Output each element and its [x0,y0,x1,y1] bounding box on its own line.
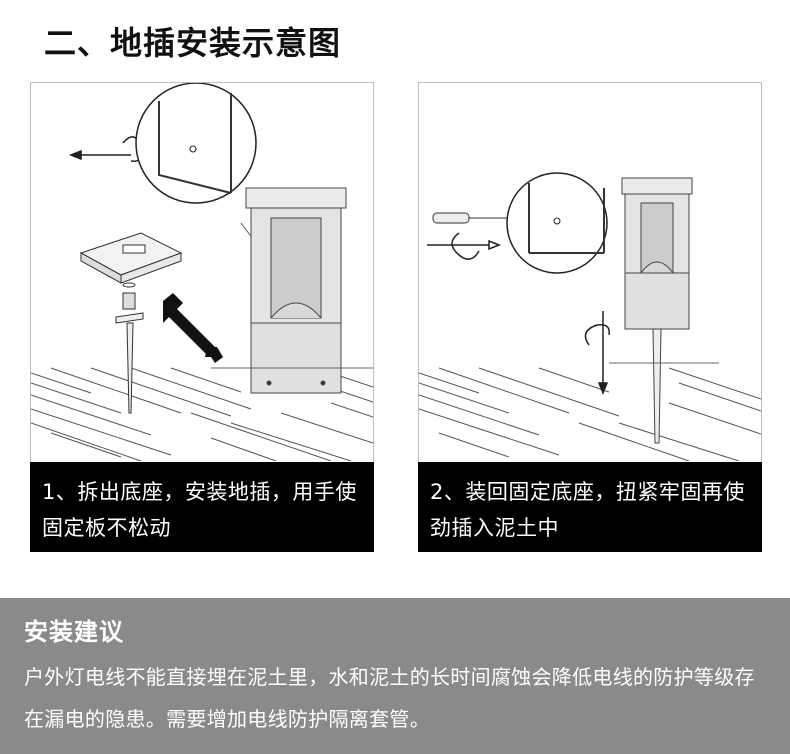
rotate-arrow-icon [427,232,502,260]
insert-arrow-icon [584,311,610,396]
step-1-caption: 1、拆出底座，安装地插，用手使固定板不松动 [30,462,374,552]
step-1-illustration [31,83,373,461]
page-title: 二、地插安装示意图 [44,24,342,62]
installation-advice: 安装建议 户外灯电线不能直接埋在泥土里，水和泥土的长时间腐蚀会降低电线的防护等级… [0,598,790,754]
bollard-lamp-icon [621,177,693,444]
screw-icon [122,292,136,310]
step-2-panel: 2、装回固定底座，扭紧牢固再使劲插入泥土中 [418,82,762,552]
advice-body: 户外灯电线不能直接埋在泥土里，水和泥土的长时间腐蚀会降低电线的防护等级存在漏电的… [24,665,755,731]
ground-stake-icon [115,312,144,414]
step-2-illustration [419,172,761,461]
wrench-icon [163,293,223,363]
step-1-panel: 1、拆出底座，安装地插，用手使固定板不松动 [30,82,374,552]
screwdriver-icon [432,212,509,224]
advice-title: 安装建议 [24,618,124,646]
step-2-caption: 2、装回固定底座，扭紧牢固再使劲插入泥土中 [418,462,762,552]
rotate-arrow-icon [68,136,143,162]
base-plate-icon [79,232,183,284]
bollard-lamp-icon [245,187,347,394]
ground-hatch [419,367,761,461]
zoom-detail-icon [135,83,257,204]
